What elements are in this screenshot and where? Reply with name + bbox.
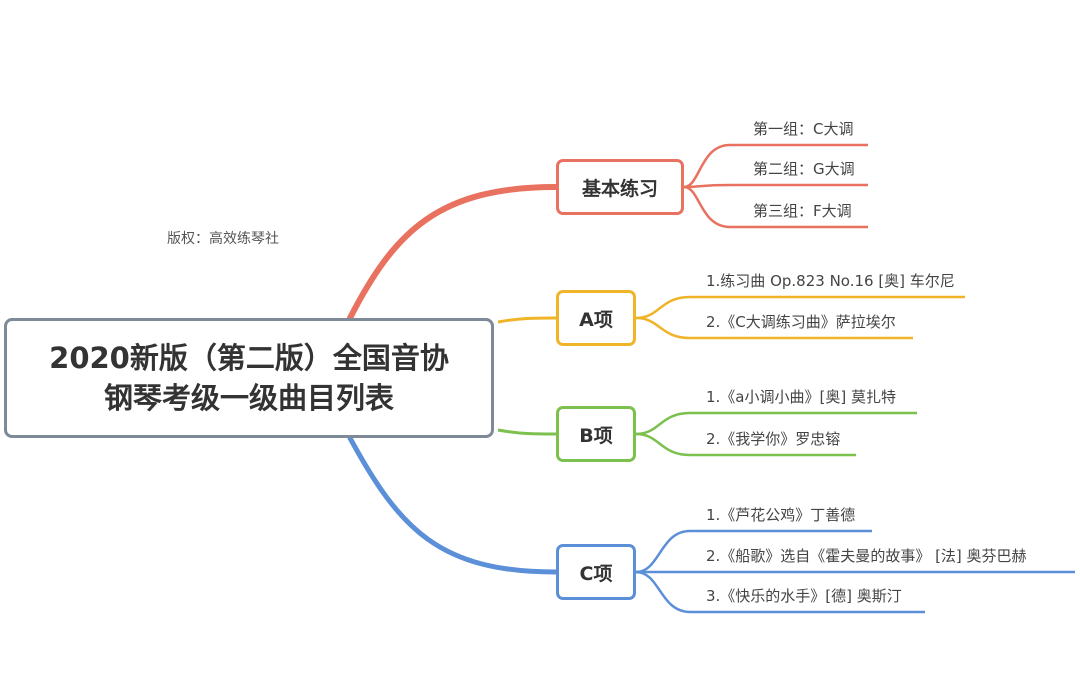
leaf-c-3[interactable]: 3.《快乐的水手》[德] 奥斯汀 (706, 587, 902, 605)
basic-leaf-connectors (683, 143, 868, 229)
leaf-basic-2[interactable]: 第二组：G大调 (753, 160, 855, 178)
topic-basic-practice[interactable]: 基本练习 (556, 159, 684, 215)
copyright-note: 版权：高效练琴社 (167, 231, 279, 247)
root-title-line-2: 钢琴考级一级曲目列表 (103, 381, 394, 415)
leaf-b-1[interactable]: 1.《a小调小曲》[奥] 莫扎特 (706, 388, 896, 406)
topic-b-item[interactable]: B项 (556, 406, 636, 462)
root-title-line-1: 2020新版（第二版）全国音协 (49, 341, 449, 375)
connector-root-to-basic (347, 184, 559, 321)
leaf-basic-1[interactable]: 第一组：C大调 (753, 120, 854, 138)
root-topic[interactable]: 2020新版（第二版）全国音协 钢琴考级一级曲目列表 (4, 318, 494, 438)
leaf-c-1[interactable]: 1.《芦花公鸡》丁善德 (706, 506, 856, 524)
leaf-a-1[interactable]: 1.练习曲 Op.823 No.16 [奥] 车尔尼 (706, 272, 955, 290)
connector-root-to-b (497, 428, 557, 436)
leaf-a-2[interactable]: 2.《C大调练习曲》萨拉埃尔 (706, 313, 896, 331)
a-leaf-connectors (635, 295, 965, 340)
connector-root-to-a (497, 316, 557, 324)
b-leaf-connectors (635, 411, 917, 457)
leaf-b-2[interactable]: 2.《我学你》罗忠镕 (706, 430, 841, 448)
c-leaf-connectors (635, 529, 1075, 614)
leaf-basic-3[interactable]: 第三组：F大调 (753, 202, 852, 220)
topic-c-item[interactable]: C项 (556, 544, 636, 600)
topic-a-item[interactable]: A项 (556, 290, 636, 346)
connector-root-to-c (347, 435, 559, 575)
leaf-c-2[interactable]: 2.《船歌》选自《霍夫曼的故事》 [法] 奥芬巴赫 (706, 547, 1027, 565)
